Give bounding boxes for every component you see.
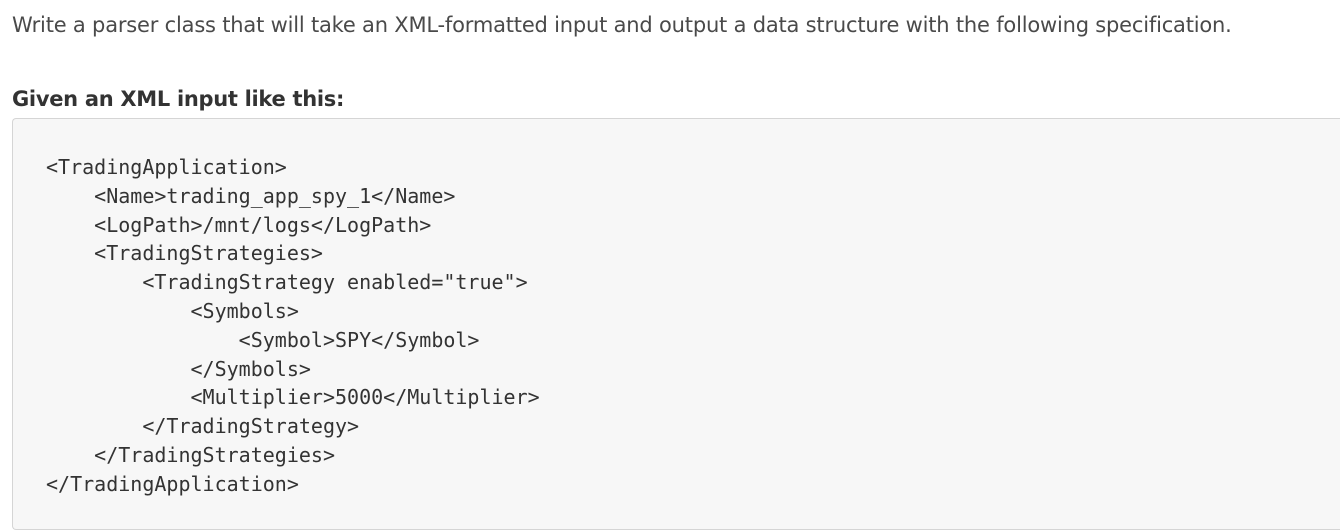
code-line: </TradingApplication> (46, 471, 299, 496)
section-heading: Given an XML input like this: (12, 87, 345, 111)
document-page: Write a parser class that will take an X… (12, 0, 1340, 532)
intro-paragraph: Write a parser class that will take an X… (12, 13, 1232, 37)
code-line: <TradingApplication> (46, 155, 287, 179)
code-line: <Symbols> (46, 298, 299, 323)
code-block: <TradingApplication> <Name>trading_app_s… (12, 118, 1340, 530)
code-line: <Symbol>SPY</Symbol> (46, 327, 480, 352)
code-line: <LogPath>/mnt/logs</LogPath> (46, 212, 432, 237)
code-line: <TradingStrategy enabled="true"> (46, 270, 528, 295)
code-line: </TradingStrategy> (46, 414, 360, 439)
code-line: <Multiplier>5000</Multiplier> (46, 385, 540, 410)
code-line: </Symbols> (46, 356, 311, 381)
code-line: <Name>trading_app_spy_1</Name> (46, 183, 456, 208)
code-line: </TradingStrategies> (46, 442, 335, 467)
code-lines: <TradingApplication> <Name>trading_app_s… (46, 153, 540, 499)
code-line: <TradingStrategies> (46, 241, 323, 266)
